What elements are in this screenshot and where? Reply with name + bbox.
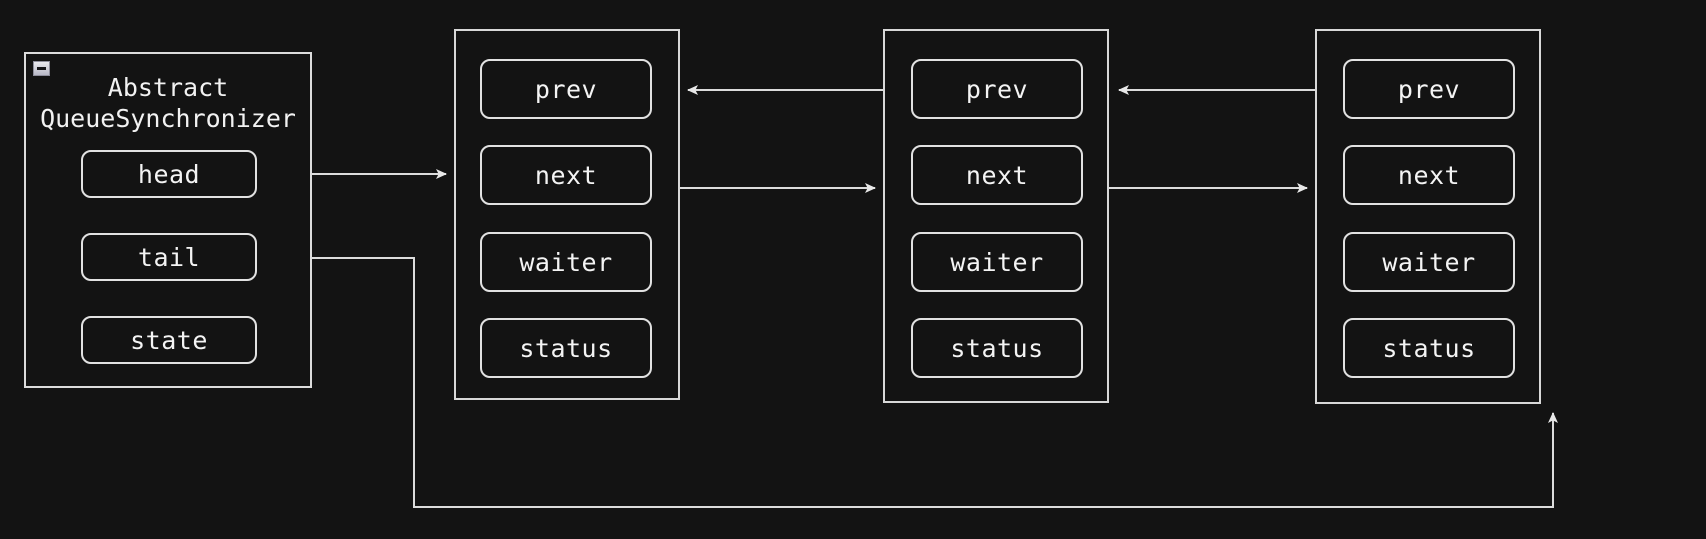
- queue-node-1-field-waiter-label: waiter: [519, 247, 613, 277]
- queue-node-3-field-waiter[interactable]: waiter: [1343, 232, 1515, 292]
- queue-node-2-field-status[interactable]: status: [911, 318, 1083, 378]
- field-head-label: head: [137, 159, 201, 189]
- queue-node-2-field-next[interactable]: next: [911, 145, 1083, 205]
- queue-node-3-field-status[interactable]: status: [1343, 318, 1515, 378]
- class-node-title: Abstract QueueSynchronizer: [40, 73, 296, 133]
- queue-node-2-field-prev[interactable]: prev: [911, 59, 1083, 119]
- queue-node-1[interactable]: prev next waiter status: [454, 29, 680, 400]
- queue-node-2-field-waiter[interactable]: waiter: [911, 232, 1083, 292]
- field-tail-label: tail: [137, 242, 201, 272]
- queue-node-1-field-waiter[interactable]: waiter: [480, 232, 652, 292]
- queue-node-3-field-next-label: next: [1397, 160, 1461, 190]
- queue-node-1-field-prev[interactable]: prev: [480, 59, 652, 119]
- queue-node-2[interactable]: prev next waiter status: [883, 29, 1109, 403]
- queue-node-1-field-status-label: status: [519, 333, 613, 363]
- queue-node-1-field-next[interactable]: next: [480, 145, 652, 205]
- minus-box-icon[interactable]: [33, 61, 50, 76]
- field-state-label: state: [130, 325, 208, 355]
- field-state[interactable]: state: [81, 316, 257, 364]
- queue-node-2-field-status-label: status: [950, 333, 1044, 363]
- queue-node-3-field-status-label: status: [1382, 333, 1476, 363]
- queue-node-3-field-next[interactable]: next: [1343, 145, 1515, 205]
- queue-node-2-field-waiter-label: waiter: [950, 247, 1044, 277]
- queue-node-2-field-next-label: next: [965, 160, 1029, 190]
- queue-node-1-field-status[interactable]: status: [480, 318, 652, 378]
- field-head[interactable]: head: [81, 150, 257, 198]
- queue-node-3-field-prev[interactable]: prev: [1343, 59, 1515, 119]
- queue-node-3-field-waiter-label: waiter: [1382, 247, 1476, 277]
- class-node-abstract-queue-synchronizer[interactable]: Abstract QueueSynchronizer head tail sta…: [24, 52, 312, 388]
- queue-node-3[interactable]: prev next waiter status: [1315, 29, 1541, 404]
- queue-node-1-field-next-label: next: [534, 160, 598, 190]
- queue-node-3-field-prev-label: prev: [1397, 74, 1461, 104]
- queue-node-1-field-prev-label: prev: [534, 74, 598, 104]
- queue-node-2-field-prev-label: prev: [965, 74, 1029, 104]
- field-tail[interactable]: tail: [81, 233, 257, 281]
